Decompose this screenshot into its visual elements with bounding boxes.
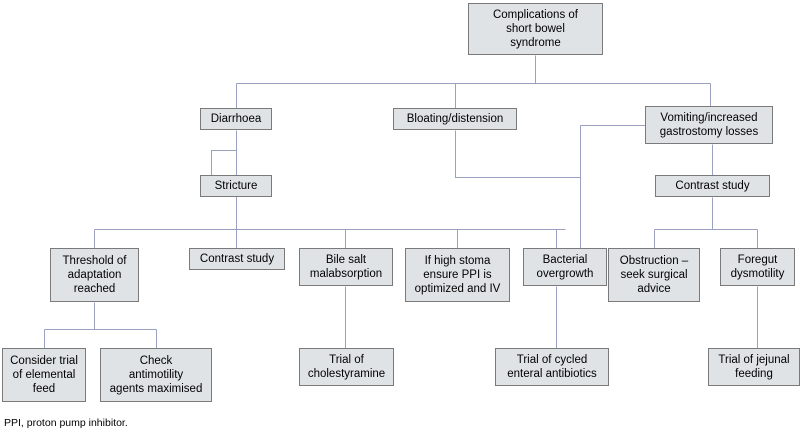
edge-bloating-elbow [454, 130, 581, 179]
node-bile-salt-malabsorption[interactable]: Bile salt malabsorption [299, 248, 393, 286]
node-stricture[interactable]: Stricture [200, 175, 272, 197]
node-trial-jejunal-feeding[interactable]: Trial of jejunal feeding [708, 348, 800, 386]
node-bloating[interactable]: Bloating/distension [393, 108, 517, 130]
node-contrast-study-right[interactable]: Contrast study [655, 175, 770, 197]
node-contrast-study-mid[interactable]: Contrast study [189, 248, 285, 270]
node-high-stoma-ppi[interactable]: If high stoma ensure PPI is optimized an… [405, 248, 510, 302]
node-check-antimotility[interactable]: Check antimotility agents maximised [100, 348, 212, 402]
edge-stricture-bracket [210, 149, 237, 176]
node-bacterial-overgrowth[interactable]: Bacterial overgrowth [523, 248, 607, 286]
node-trial-cholestyramine[interactable]: Trial of cholestyramine [299, 348, 394, 386]
node-root[interactable]: Complications of short bowel syndrome [468, 3, 603, 55]
node-trial-cycled-antibiotics[interactable]: Trial of cycled enteral antibiotics [495, 348, 609, 386]
node-diarrhoea[interactable]: Diarrhoea [200, 108, 272, 130]
footnote-abbreviation: PPI, proton pump inhibitor. [4, 417, 128, 429]
node-threshold-of-adaptation[interactable]: Threshold of adaptation reached [50, 248, 139, 302]
node-consider-elemental-feed[interactable]: Consider trial of elemental feed [2, 348, 86, 402]
node-vomiting[interactable]: Vomiting/increased gastrostomy losses [645, 106, 773, 144]
node-obstruction[interactable]: Obstruction – seek surgical advice [608, 248, 700, 302]
node-foregut-dysmotility[interactable]: Foregut dysmotility [720, 248, 795, 286]
